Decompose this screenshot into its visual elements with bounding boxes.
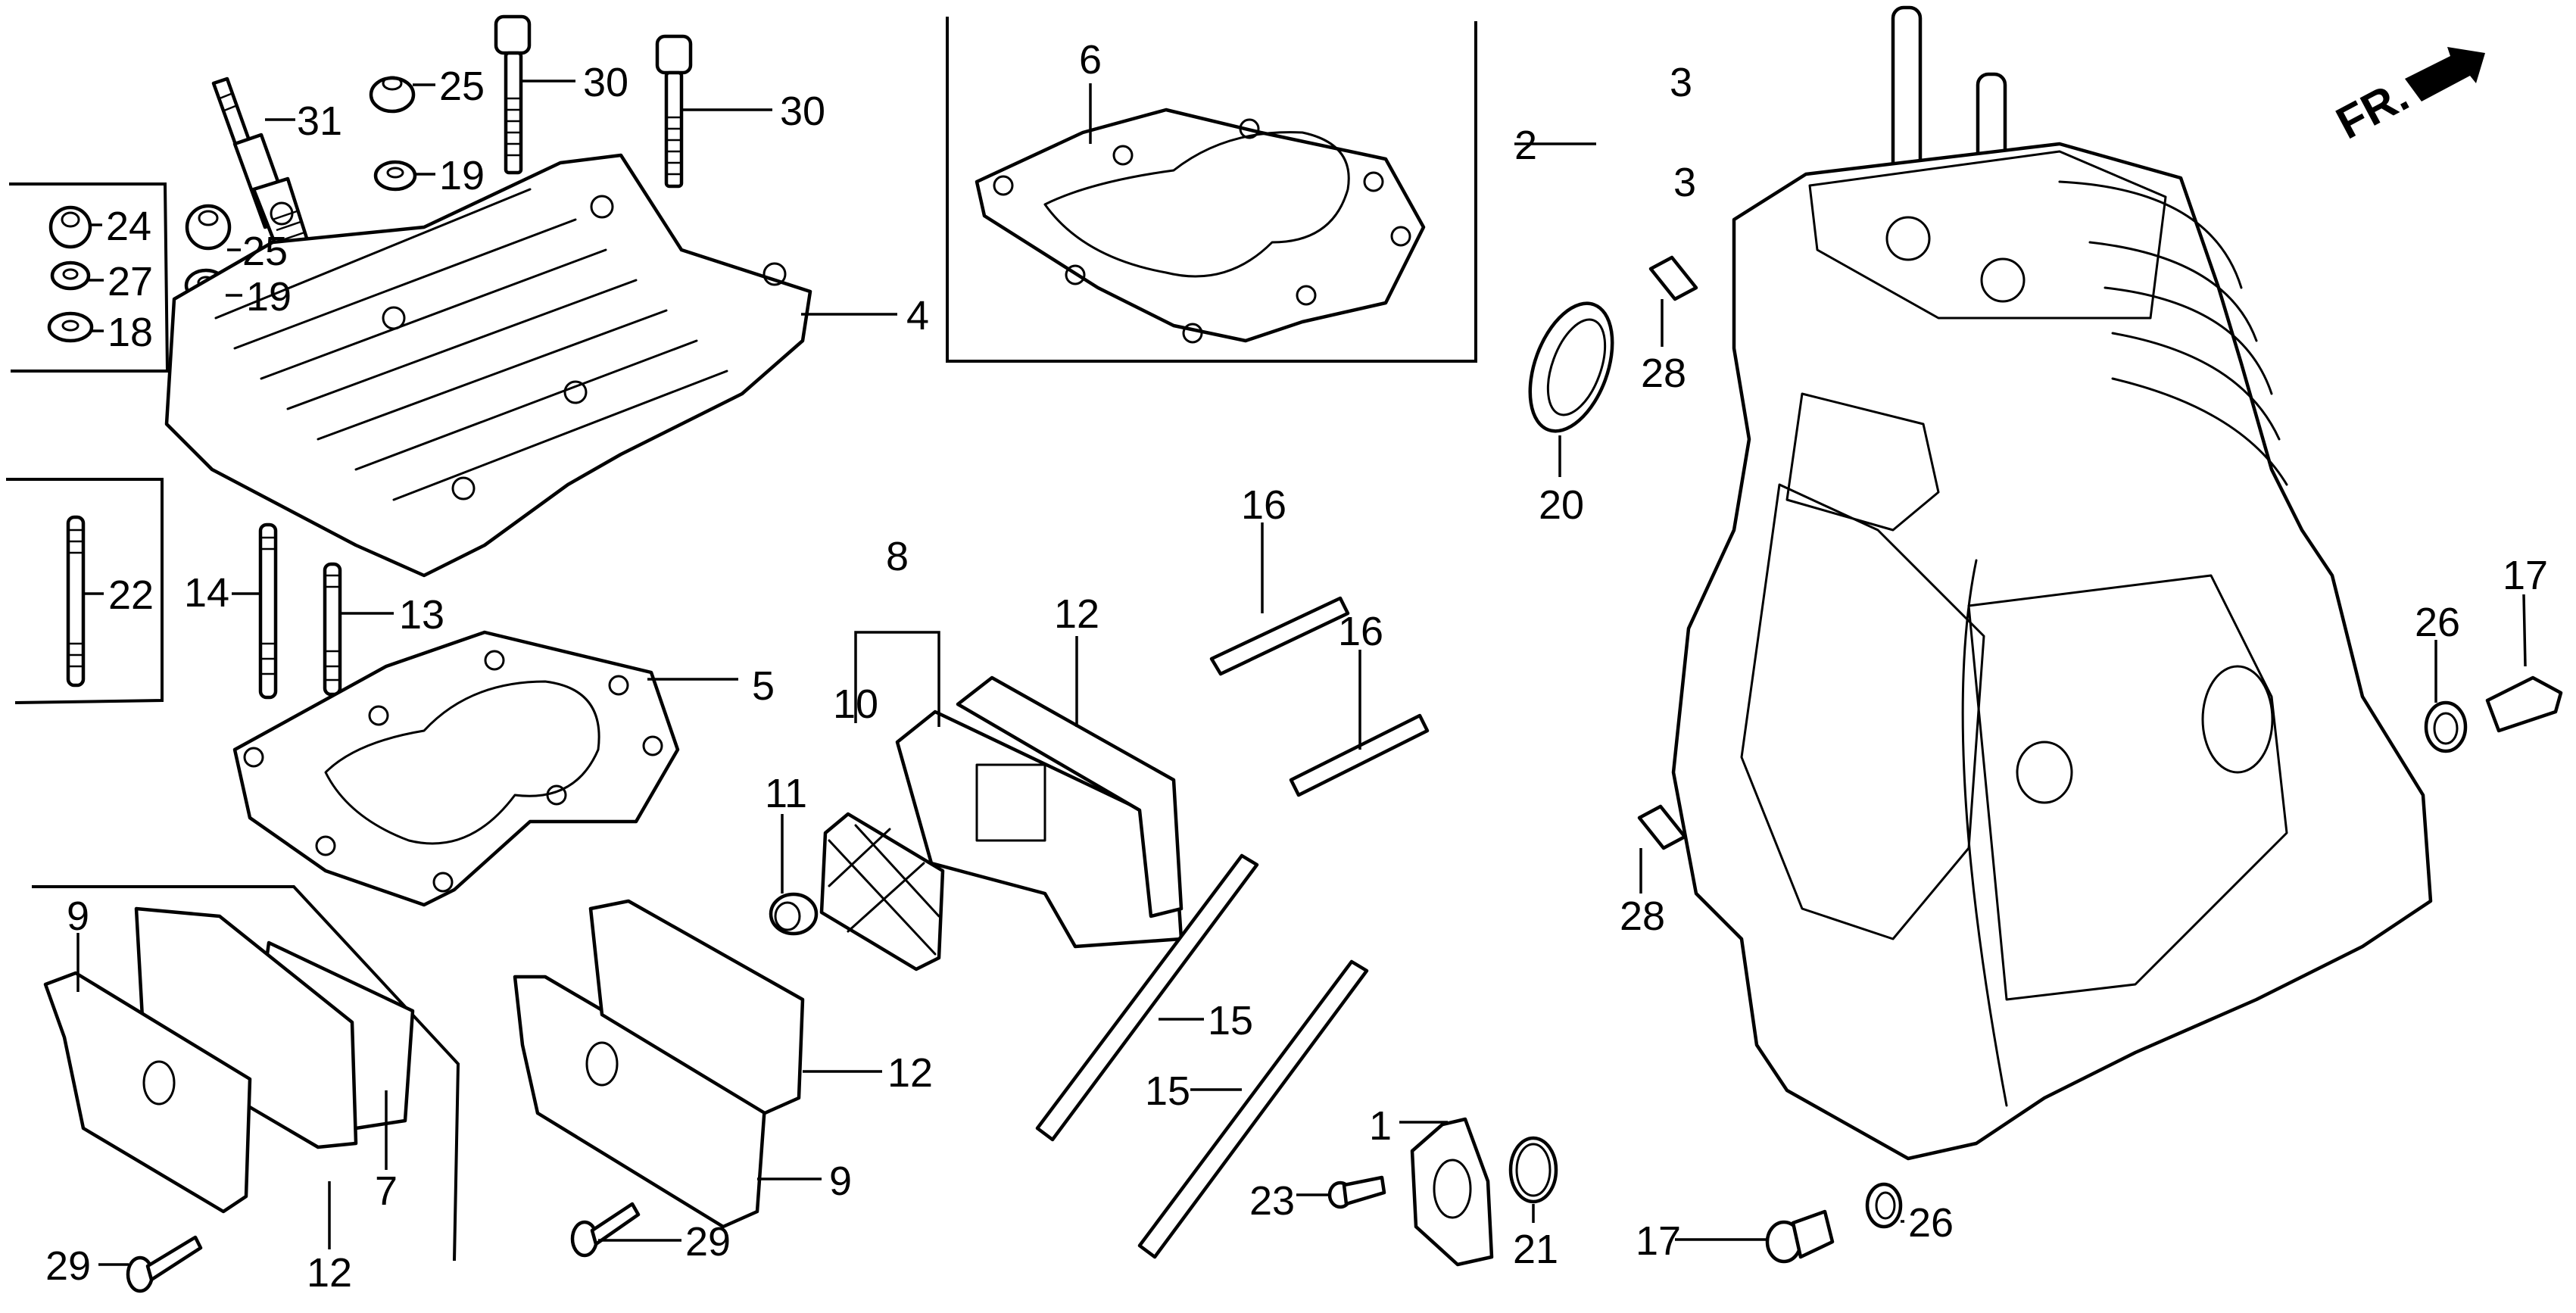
callout-2: 2 (1514, 123, 1537, 168)
callout-11: 11 (765, 771, 807, 816)
callout-29: 29 (45, 1243, 91, 1289)
callout-6: 6 (1079, 37, 1102, 83)
callout-19: 19 (246, 274, 292, 320)
callout-19: 19 (439, 153, 485, 198)
frame-gasket-box (946, 17, 1477, 363)
callout-25: 25 (242, 229, 288, 274)
drain-parts-right (2424, 675, 2563, 753)
callout-15: 15 (1208, 998, 1253, 1043)
callout-13: 13 (399, 592, 444, 638)
callout-16: 16 (1241, 482, 1286, 528)
cylinder-head (164, 153, 812, 578)
callout-12: 12 (1054, 591, 1099, 637)
callout-14: 14 (184, 570, 229, 616)
callout-25: 25 (439, 64, 485, 109)
callout-23: 23 (1249, 1178, 1295, 1224)
callout-16: 16 (1338, 609, 1383, 654)
front-direction-indicator: FR. (2328, 47, 2485, 148)
callout-18: 18 (108, 310, 153, 355)
crankcase (1671, 142, 2433, 1161)
callout-31: 31 (297, 98, 342, 144)
front-direction-text: FR. (2328, 70, 2417, 149)
long-studs-15 (1035, 853, 1369, 1259)
cover-1-group (1327, 1117, 1558, 1267)
front-direction-arrow-icon (2405, 47, 2485, 101)
callout-29: 29 (685, 1219, 731, 1265)
drain-parts-bottom (1765, 1182, 1903, 1264)
frame-hardware-box (9, 182, 170, 373)
callout-3: 3 (1670, 60, 1692, 105)
head-bolts (494, 14, 693, 189)
callout-3: 3 (1673, 160, 1696, 205)
callout-27: 27 (108, 259, 153, 304)
side-covers (43, 899, 805, 1229)
callout-4: 4 (906, 293, 929, 338)
callout-26: 26 (1908, 1200, 1954, 1246)
callout-30: 30 (780, 89, 825, 134)
callout-20: 20 (1539, 482, 1584, 528)
callout-26: 26 (2415, 600, 2460, 645)
callout-1: 1 (1369, 1103, 1392, 1149)
callout-5: 5 (752, 663, 775, 709)
group-frames (6, 17, 1477, 1262)
small-hardware (47, 76, 417, 343)
callout-28: 28 (1641, 351, 1686, 396)
callout-9: 9 (67, 894, 89, 939)
leader-lines (76, 80, 2527, 1266)
callout-22: 22 (108, 572, 154, 618)
frame-stud-box (6, 478, 164, 704)
cover-bolts (126, 1202, 641, 1293)
callout-21: 21 (1513, 1227, 1558, 1272)
callout-17: 17 (1636, 1218, 1681, 1264)
callout-15: 15 (1145, 1068, 1190, 1114)
reed-valve-group (769, 675, 1184, 971)
callout-28: 28 (1620, 894, 1665, 939)
callout-12: 12 (307, 1250, 352, 1296)
frame-cover-box (32, 885, 460, 1262)
callout-7: 7 (375, 1168, 398, 1214)
callout-9: 9 (829, 1159, 852, 1204)
head-gasket (232, 630, 680, 907)
callout-30: 30 (583, 60, 628, 105)
callout-17: 17 (2503, 553, 2548, 598)
head-gasket-boxed (975, 108, 1426, 344)
callout-24: 24 (106, 204, 151, 249)
callout-labels: 1 2 3 3 4 5 6 7 8 9 9 10 11 12 12 12 13 … (45, 37, 2548, 1296)
callout-12: 12 (887, 1050, 933, 1096)
studs-16 (1209, 596, 1430, 797)
callout-8: 8 (886, 534, 909, 579)
callout-10: 10 (833, 681, 878, 727)
